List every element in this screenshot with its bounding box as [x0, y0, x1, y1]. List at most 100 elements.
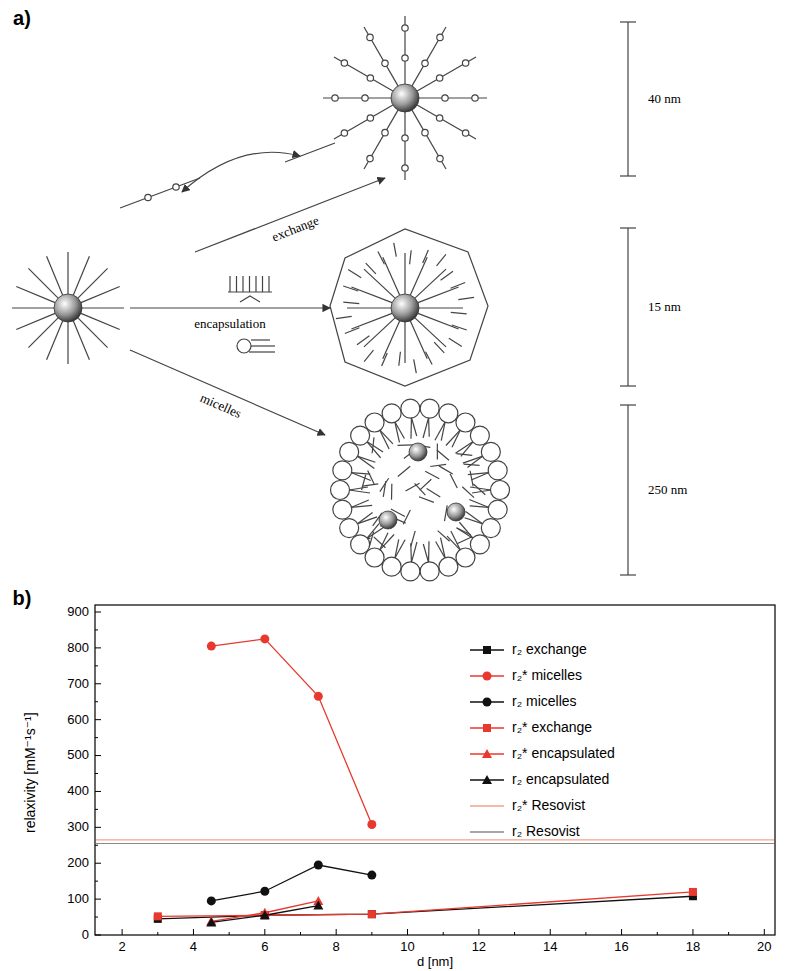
lipid-tail	[362, 484, 378, 486]
lipid-tail	[469, 500, 489, 508]
surfactant-chain	[426, 352, 433, 365]
ligand-group	[145, 194, 151, 200]
lipid-tail	[430, 464, 446, 466]
x-tick	[764, 929, 765, 935]
lipid-tail	[463, 456, 483, 463]
ligand-group	[422, 129, 428, 135]
lipid-tail	[470, 471, 473, 487]
surfactant-chain	[343, 286, 358, 291]
micelle-arrow	[130, 350, 325, 435]
lipid-tail	[351, 500, 369, 507]
lipid-tail	[467, 456, 482, 467]
exchange-curve	[182, 152, 300, 192]
ligand-line	[364, 27, 398, 86]
ligand-group	[436, 75, 442, 81]
x-tick	[300, 932, 301, 935]
lipid-tail	[380, 430, 393, 444]
tick-label: 4	[190, 940, 197, 954]
x-tick	[585, 932, 586, 935]
tick-label: 16	[614, 940, 628, 954]
ligand-line	[47, 256, 63, 295]
ligand-group	[462, 130, 468, 136]
lipid-tail	[423, 418, 429, 438]
lipid-tail	[436, 542, 446, 559]
lipid-tail	[452, 430, 460, 447]
x-tick	[621, 929, 622, 935]
x-tick	[692, 929, 693, 935]
surfactant-chain	[394, 243, 397, 257]
data-series	[206, 901, 323, 927]
tick-label: 500	[67, 748, 89, 762]
nanoparticle	[54, 294, 82, 322]
lipid-tail	[410, 543, 412, 562]
lipid-tail	[380, 533, 388, 550]
process-label: encapsulation	[194, 317, 265, 331]
lipid-head	[470, 535, 489, 554]
lipid-tail	[398, 466, 410, 476]
y-tick	[95, 863, 101, 864]
ligand-line	[412, 110, 446, 169]
tick-label: 14	[543, 940, 557, 954]
x-tick	[478, 929, 479, 935]
legend-sample	[470, 806, 504, 807]
surfactant-chain	[451, 312, 467, 313]
lipid-tail	[357, 512, 372, 523]
lipid-tail	[349, 490, 370, 493]
x-tick	[443, 932, 444, 935]
x-tick	[407, 929, 408, 935]
surfactant-icon	[255, 276, 256, 292]
tick-label: 900	[67, 605, 89, 619]
surfactant-chain	[434, 342, 444, 353]
legend-label: r₂* Resovist	[512, 798, 585, 813]
surfactant-chain	[458, 297, 474, 299]
ligand-group	[367, 34, 373, 40]
scale-label: 15 nm	[648, 300, 681, 314]
ligand-line	[404, 253, 405, 294]
legend-sample	[470, 832, 504, 833]
lipid-tail	[461, 442, 473, 457]
y-tick	[95, 755, 101, 756]
y-tick	[95, 683, 101, 684]
y-tick	[95, 935, 101, 936]
lipid-tail	[395, 540, 405, 559]
tick-label: 2	[118, 940, 125, 954]
free-ligand	[120, 178, 200, 208]
lipid-tail	[351, 473, 370, 475]
surfactant-chain	[364, 350, 373, 361]
process-label: exchange	[271, 213, 322, 244]
y-tick	[95, 773, 98, 774]
scale-bar	[620, 404, 636, 405]
ligand-line	[351, 313, 392, 329]
lipid-tail	[470, 487, 491, 490]
legend-label: r₂* exchange	[512, 720, 592, 735]
surfactant-chain	[366, 263, 376, 274]
ligand-line	[412, 27, 446, 86]
surfactant-chain	[348, 269, 361, 277]
lipid-tail	[380, 430, 389, 449]
legend-label: r₂ micelles	[512, 694, 577, 709]
lipid-icon	[251, 345, 275, 346]
lipid-head	[456, 548, 475, 567]
scale-bar	[620, 385, 636, 386]
y-tick	[95, 665, 98, 666]
ligand-group	[402, 135, 408, 141]
x-tick	[657, 932, 658, 935]
ligand-line	[410, 321, 427, 359]
legend-label: r₂* micelles	[512, 668, 582, 683]
lipid-head	[401, 562, 420, 581]
surfactant-chain	[378, 251, 385, 264]
y-tick	[95, 701, 98, 702]
data-series	[207, 634, 377, 829]
y-tick	[95, 791, 101, 792]
ligand-group	[382, 60, 388, 66]
lipid-head	[439, 404, 458, 423]
scale-bar	[620, 227, 636, 228]
surfactant-chain	[382, 353, 388, 366]
surfactant-chain	[399, 352, 401, 366]
ligand-line	[82, 307, 124, 308]
ligand-group	[442, 95, 448, 101]
ligand-line	[67, 322, 68, 364]
lipid-icon	[249, 351, 275, 352]
surfactant-chain	[343, 302, 359, 303]
